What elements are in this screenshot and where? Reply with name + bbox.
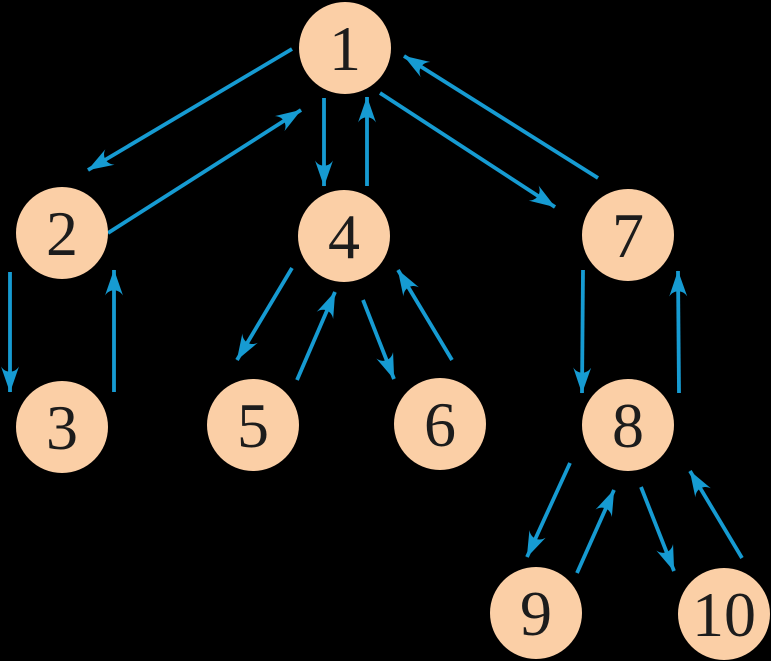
graph-node-3: 3 [16,381,108,473]
graph-node-6: 6 [394,378,486,470]
edge-arrow-2-to-1 [106,108,303,235]
node-label-2: 2 [46,198,78,269]
graph-node-7: 7 [582,189,674,281]
node-circle-2 [16,187,108,279]
edge-arrow-7-to-1 [402,54,600,180]
edge-arrow-8-to-7 [669,270,688,394]
graph-node-1: 1 [299,2,391,94]
edge-arrow-4-to-6 [361,299,396,380]
edge-arrow-8-to-10 [639,486,676,572]
node-label-3: 3 [46,392,78,463]
node-label-1: 1 [329,13,361,84]
node-circle-10 [678,568,770,660]
node-label-8: 8 [612,390,644,461]
node-circle-9 [490,567,582,659]
edge-arrow-10-to-8 [688,470,744,559]
graph-node-10: 10 [678,568,770,660]
node-circle-7 [582,189,674,281]
node-label-9: 9 [520,578,552,649]
node-circle-1 [299,2,391,94]
node-circle-4 [298,190,390,282]
graph-node-8: 8 [582,379,674,471]
edge-arrow-1-to-2 [87,47,293,172]
node-circle-8 [582,379,674,471]
graph-node-9: 9 [490,567,582,659]
graph-node-4: 4 [298,190,390,282]
graph-node-5: 5 [207,379,299,471]
edge-arrow-7-to-8 [573,269,592,394]
edge-arrow-1-to-7 [378,91,557,209]
node-label-5: 5 [237,390,269,461]
edge-arrow-8-to-9 [525,462,572,558]
node-label-10: 10 [692,579,756,650]
edge-arrow-9-to-8 [575,489,616,574]
node-circle-3 [16,381,108,473]
edge-arrow-4-to-5 [235,267,294,361]
edge-arrow-5-to-4 [295,291,337,381]
node-label-6: 6 [424,389,456,460]
edge-arrow-6-to-4 [396,269,454,361]
node-label-4: 4 [328,201,360,272]
node-circle-6 [394,378,486,470]
graph-node-2: 2 [16,187,108,279]
node-label-7: 7 [612,200,644,271]
node-circle-5 [207,379,299,471]
